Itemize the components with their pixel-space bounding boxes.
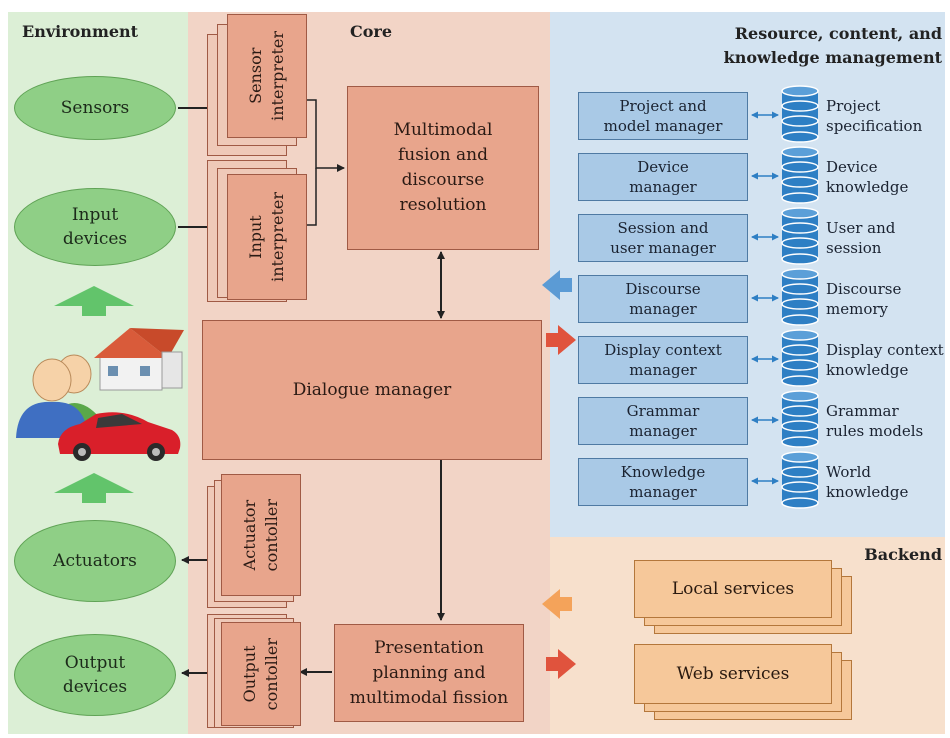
- input-devices-label-line1: Input: [71, 205, 119, 225]
- input-devices-label-line2: devices: [62, 229, 128, 249]
- resource-header-line1: Resource, content, and: [734, 24, 942, 43]
- dialogue-manager-box: Dialogue manager: [202, 320, 542, 460]
- multimodal-fusion-box: Multimodal fusion and discourse resoluti…: [347, 86, 539, 250]
- input-devices-node: Input devices: [14, 188, 176, 266]
- dialogue-manager-label: Dialogue manager: [292, 380, 452, 400]
- web-services-box: Web services: [634, 644, 832, 704]
- environment-header: Environment: [22, 22, 139, 41]
- local-services-label: Local services: [671, 579, 795, 599]
- output-devices-label-line1: Output: [64, 653, 126, 673]
- orange-block-arrow: [542, 589, 572, 619]
- car-icon: [58, 412, 181, 461]
- blue-block-arrow: [542, 270, 572, 300]
- backend-header: Backend: [864, 545, 942, 564]
- sensors-label: Sensors: [60, 98, 130, 118]
- resource-header: Resource, content, and knowledge managem…: [724, 22, 942, 70]
- local-services-box: Local services: [634, 560, 832, 618]
- output-devices-label-line2: devices: [62, 677, 128, 697]
- presentation-planning-box: Presentation planning and multimodal fis…: [334, 624, 524, 722]
- green-up-arrow-bottom: [54, 473, 134, 493]
- database-icon: [781, 207, 819, 265]
- house-icon: [94, 328, 184, 391]
- resource-header-line2: knowledge management: [723, 48, 942, 67]
- sensors-node: Sensors: [14, 76, 176, 140]
- green-up-arrow-top: [54, 286, 134, 306]
- output-devices-node: Output devices: [14, 634, 176, 716]
- database-icon: [781, 268, 819, 326]
- red-block-arrow-top: [546, 325, 576, 355]
- sensor-to-fusion-connector: [304, 99, 345, 172]
- input-to-fusion-connector: [304, 168, 317, 226]
- web-services-label: Web services: [676, 664, 790, 684]
- actuators-node: Actuators: [14, 520, 176, 602]
- database-icon: [781, 85, 819, 143]
- database-icon: [781, 146, 819, 204]
- database-icon: [781, 329, 819, 387]
- database-icon: [781, 390, 819, 448]
- actuators-label: Actuators: [53, 551, 137, 571]
- database-icon: [781, 451, 819, 509]
- core-header: Core: [350, 22, 393, 41]
- red-block-arrow-bottom: [546, 649, 576, 679]
